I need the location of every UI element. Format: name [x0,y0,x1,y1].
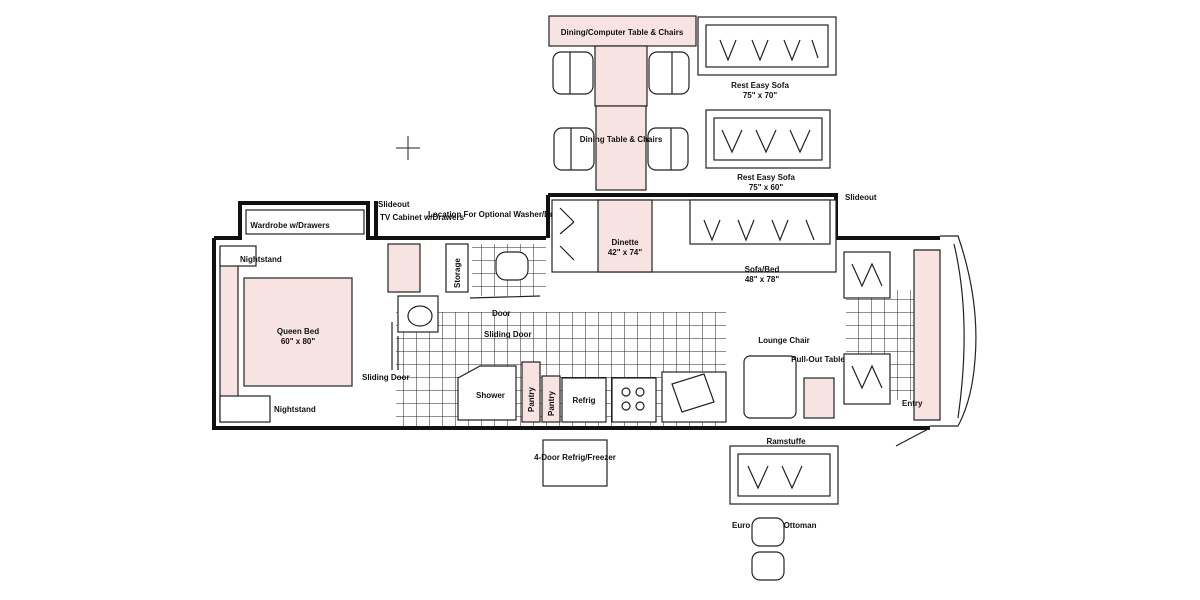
dining-table-label: Dining Table & Chairs [580,135,663,144]
entry-label: Entry [902,399,923,408]
sink [407,305,433,327]
dinette-size: 42" x 74" [608,248,642,257]
pull-out-table-shape [803,377,835,419]
four-door-refrig-option: 4-Door Refrig/Freezer [534,439,616,487]
ramstuffe-option: Ramstuffe [729,437,839,505]
lounge-chair-label: Lounge Chair [758,336,810,345]
sliding-door-bed-label: Sliding Door [362,373,410,382]
storage-shape [445,243,469,293]
rest-easy-sofa-1-label: Rest Easy Sofa [731,81,789,90]
tv-cabinet-label: TV Cabinet w/Drawers [380,213,465,222]
euro-chair-option: Euro Chair w/Ottoman [732,517,817,581]
slideout-left-label: Slideout [378,200,410,209]
nightstand-bottom-shape [219,395,271,423]
nightstand-top-label: Nightstand [240,255,282,264]
left-bottom-wall [212,238,930,430]
wardrobe-slide-wall [214,201,378,240]
ramstuffe-label: Ramstuffe [766,437,806,446]
entry-door-swing [895,427,931,447]
galley-sink [661,371,727,423]
wardrobe-shape [245,209,365,235]
dining-table-option: Dining Table & Chairs [553,105,689,191]
shower-label: Shower [476,391,505,400]
four-door-refrig-label: 4-Door Refrig/Freezer [534,453,616,462]
nightstand-top-shape [219,245,257,267]
sofa-bed-label: Sofa/Bed [745,265,780,274]
refrig-label: Refrig [572,396,595,405]
pantry-1-label: Pantry [527,387,536,412]
queen-bed-label: Queen Bed [277,327,319,336]
pantry-2-label: Pantry [547,391,556,416]
door-label: Door [492,309,511,318]
dash-panel [913,249,941,421]
rest-easy-sofa-2-option: Rest Easy Sofa 75" x 60" [705,109,831,192]
sofa-bed-cushions [703,219,815,242]
queen-bed-size: 60" x 80" [281,337,315,346]
rest-easy-sofa-1-size: 75" x 70" [743,91,777,100]
dinette-label: Dinette [611,238,639,247]
nightstand-bottom-label: Nightstand [274,405,316,414]
rest-easy-sofa-2-size: 75" x 60" [749,183,783,192]
bath-divider [469,295,541,299]
washer-dryer-label: Location For Optional Washer/Dryer [428,210,565,219]
bedroom-sliding-door [391,322,399,370]
pull-out-table-label: Pull-Out Table [791,355,845,364]
toilet [495,251,529,281]
rest-easy-sofa-2-label: Rest Easy Sofa [737,173,795,182]
dinette-seat-left [559,207,575,261]
sofa-bed-size: 48" x 78" [745,275,779,284]
windshield [953,243,965,419]
front-cap [930,235,977,427]
lounge-chair [743,355,797,419]
rest-easy-sofa-1-option: Rest Easy Sofa 75" x 70" [697,16,837,100]
tv-cabinet-shape [387,243,421,293]
dinette-table [597,199,653,273]
dining-computer-table-option: Dining/Computer Table & Chairs [548,15,697,107]
cooktop [611,377,657,423]
driver-seat [843,353,891,405]
queen-bed [243,277,353,387]
sliding-door-bath-label: Sliding Door [484,330,532,339]
pantry-1-shape [521,361,541,423]
wardrobe-label: Wardrobe w/Drawers [250,221,330,230]
pantry-2-shape [541,375,561,423]
crosshair-icon [396,136,420,160]
slideout-right-label: Slideout [845,193,877,202]
dining-computer-table-label: Dining/Computer Table & Chairs [561,28,684,37]
shower-shape [457,365,517,421]
storage-label: Storage [453,258,462,288]
sink-basin [671,373,715,413]
refrig-shape [561,377,607,423]
